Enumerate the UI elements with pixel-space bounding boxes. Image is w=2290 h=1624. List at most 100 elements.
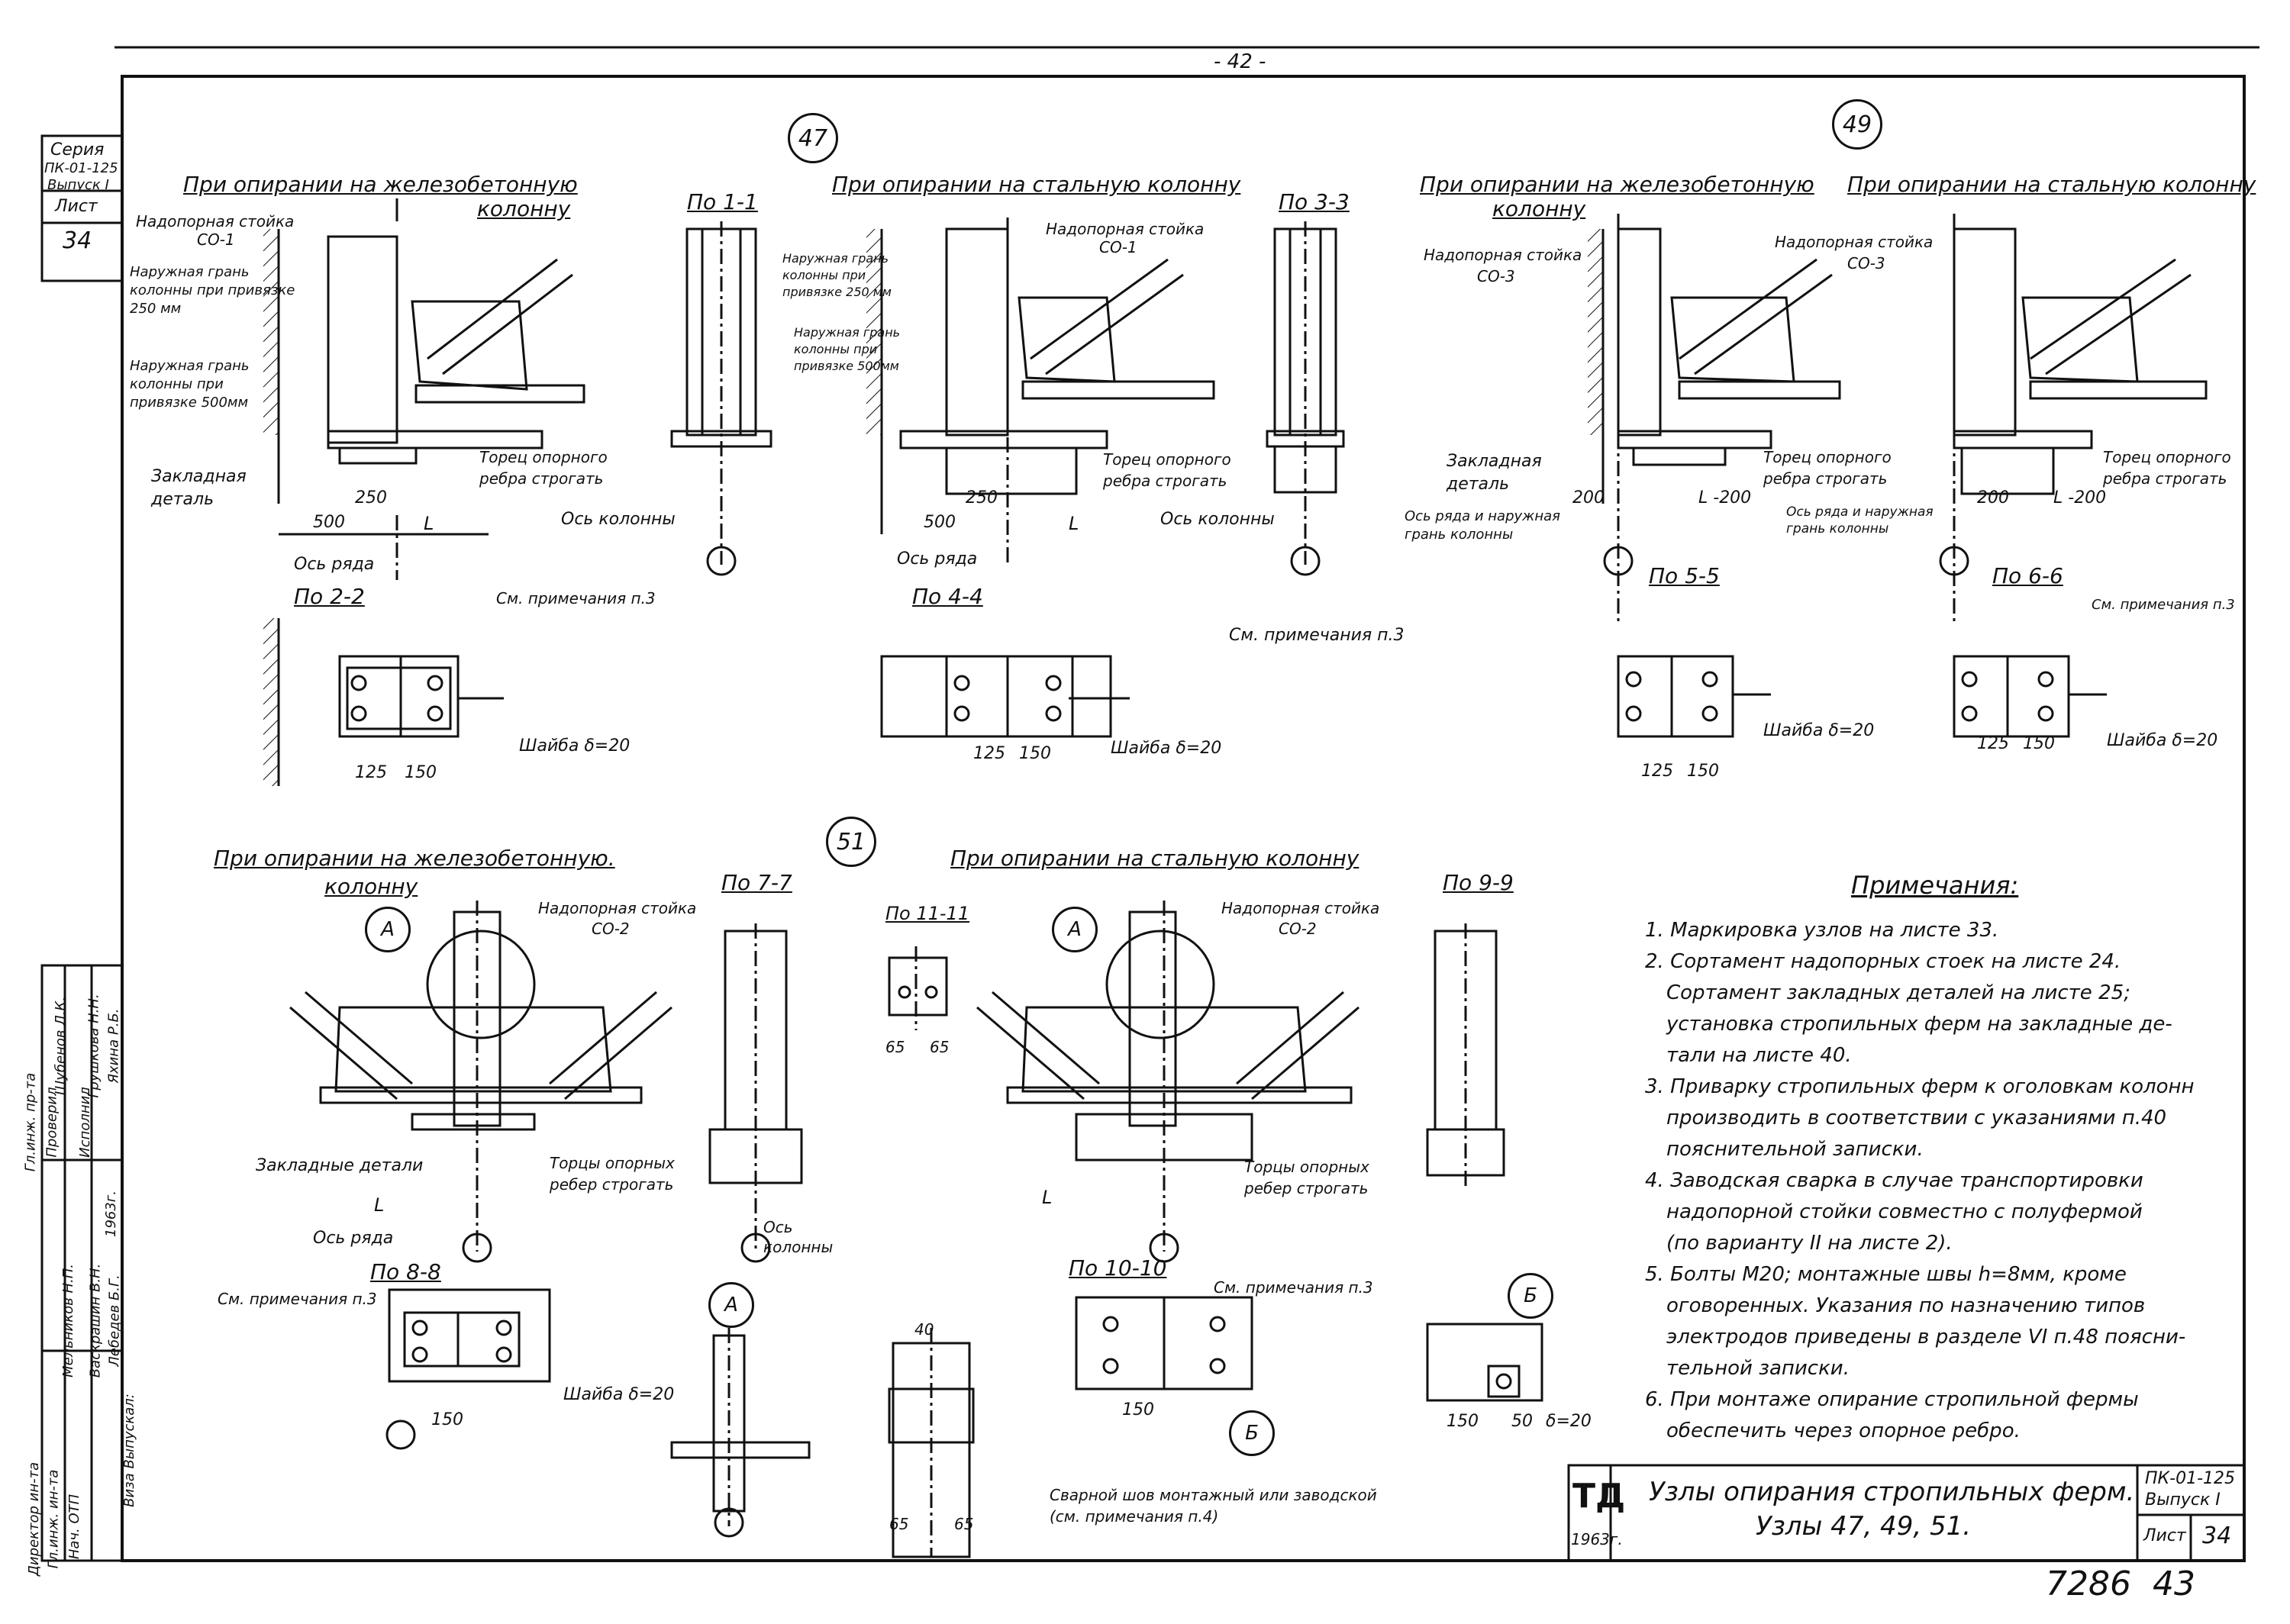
dim-125-b: 125 bbox=[973, 744, 1005, 763]
dim-500-47: 500 bbox=[313, 513, 345, 532]
notes-title: Примечания: bbox=[1851, 871, 2019, 900]
title-line-1: Узлы опирания стропильных ферм. bbox=[1649, 1477, 2135, 1507]
label-outer-face-500: Наружная грань колонны при привязке 500м… bbox=[130, 358, 250, 411]
sig-name-4: Шубенов Л.К. bbox=[52, 997, 69, 1095]
label-co2: СО-2 bbox=[592, 920, 630, 938]
sig-name-2: Васкрашин В.Н. bbox=[87, 1263, 104, 1378]
label-end-rib-49-steel: Торец опорного ребра строгать bbox=[2103, 448, 2231, 488]
inventory-number: 7286 bbox=[2046, 1564, 2131, 1603]
label-outer-face-500-steel: Наружная грань колонны при привязке 500м… bbox=[794, 325, 901, 373]
label-row-axis-face-49-steel: Ось ряда и наружная грань колонны bbox=[1786, 504, 1934, 536]
section-6-6: По 6-6 bbox=[1992, 563, 2063, 588]
sig-role-3: Нач. ОТП bbox=[66, 1494, 83, 1560]
stamp-sheet: 34 bbox=[63, 227, 92, 254]
dim-125-a: 125 bbox=[355, 763, 387, 782]
caption-49-steel: При опирании на стальную колонну bbox=[1847, 172, 2256, 197]
section-5-5: По 5-5 bbox=[1649, 563, 1720, 588]
note-line-6: 3. Приварку стропильных ферм к оголовкам… bbox=[1645, 1075, 2195, 1098]
node51-section-11-11 bbox=[888, 946, 948, 1030]
caption-49-rc-2: колонну bbox=[1492, 196, 1586, 221]
title-issue: Выпуск I bbox=[2145, 1490, 2221, 1510]
section-8-8: По 8-8 bbox=[370, 1259, 441, 1284]
label-co3: СО-3 bbox=[1477, 267, 1515, 285]
dim-150-a: 150 bbox=[405, 763, 437, 782]
label-washer-c: Шайба δ=20 bbox=[1763, 721, 1875, 740]
signature-table-frame bbox=[40, 964, 124, 1562]
dim-150-d: 150 bbox=[2023, 734, 2055, 753]
label-embedded: Закладная деталь bbox=[151, 467, 247, 509]
node47-section-3-3 bbox=[1266, 221, 1345, 576]
label-col-axis-51: Ось колонны bbox=[763, 1218, 834, 1256]
caption-51-rc: При опирании на железобетонную. bbox=[214, 846, 615, 871]
detail-a-marker-2: А bbox=[1052, 907, 1098, 952]
caption-47-rc-2: колонну bbox=[477, 196, 571, 221]
sig-role-5: Проверил bbox=[44, 1087, 60, 1158]
dim-200-49-steel: 200 bbox=[1977, 488, 2009, 508]
dim-65-c: 65 bbox=[889, 1515, 909, 1533]
label-co2-steel: СО-2 bbox=[1279, 920, 1317, 938]
note-line-15: тельной записки. bbox=[1666, 1357, 1850, 1380]
dim-L-51: L bbox=[374, 1194, 385, 1216]
label-see-note3-a: См. примечания п.3 bbox=[496, 589, 656, 607]
sheet-page-number: 43 bbox=[2153, 1564, 2195, 1603]
node-47-marker: 47 bbox=[788, 113, 838, 163]
stamp-series: ПК-01-125 bbox=[44, 160, 118, 176]
sig-role-6: Исполнил bbox=[76, 1087, 93, 1158]
section-7-7: По 7-7 bbox=[721, 870, 792, 895]
dim-L200-49-steel: L -200 bbox=[2053, 488, 2107, 508]
detail-b-marker-2: Б bbox=[1508, 1273, 1553, 1319]
label-washer-a: Шайба δ=20 bbox=[519, 736, 631, 756]
label-embedded-49: Закладная деталь bbox=[1447, 452, 1542, 494]
note-line-12: 5. Болты М20; монтажные швы h=8мм, кроме bbox=[1645, 1263, 2127, 1286]
dim-500-47-steel: 500 bbox=[924, 513, 956, 532]
label-delta20: δ=20 bbox=[1546, 1412, 1592, 1431]
title-logo: ТД bbox=[1572, 1477, 1626, 1516]
title-block-frame bbox=[1567, 1464, 2246, 1562]
node51-steel-elevation bbox=[976, 901, 1359, 1263]
label-post-co1: Надопорная стойка bbox=[136, 212, 295, 230]
node47-section-1-1 bbox=[670, 221, 772, 576]
detail-b-marker-1: Б bbox=[1229, 1410, 1275, 1456]
section-4-4: По 4-4 bbox=[912, 584, 983, 609]
dim-L-47-steel: L bbox=[1069, 513, 1079, 534]
sig-name-1: Мельников Н.П. bbox=[60, 1264, 76, 1378]
dim-L-47: L bbox=[424, 513, 434, 534]
note-line-4: установка стропильных ферм на закладные … bbox=[1666, 1013, 2172, 1036]
label-post-co2-steel: Надопорная стойка bbox=[1221, 899, 1380, 917]
dim-150-c: 150 bbox=[1687, 762, 1719, 781]
caption-47-steel: При опирании на стальную колонну bbox=[832, 172, 1241, 197]
node51-section-7-7 bbox=[708, 923, 803, 1263]
node47-section-4-4 bbox=[880, 655, 1130, 738]
note-line-7: производить в соответствии с указаниями … bbox=[1666, 1107, 2167, 1129]
note-line-2: 2. Сортамент надопорных стоек на листе 2… bbox=[1645, 950, 2121, 973]
section-2-2: По 2-2 bbox=[294, 584, 365, 609]
page-number: - 42 - bbox=[1214, 50, 1266, 73]
section-11-11: По 11-11 bbox=[885, 903, 970, 924]
title-year: 1963г. bbox=[1571, 1530, 1623, 1548]
dim-125-c: 125 bbox=[1641, 762, 1673, 781]
stamp-issue: Выпуск I bbox=[47, 177, 109, 193]
label-co1: СО-1 bbox=[197, 230, 235, 249]
note-line-13: оговоренных. Указания по назначению типо… bbox=[1666, 1294, 2146, 1317]
node51-rc-elevation bbox=[289, 901, 672, 1263]
dim-125-d: 125 bbox=[1977, 734, 2009, 753]
note-line-11: (по варианту II на листе 2). bbox=[1666, 1232, 1953, 1255]
node-49-marker: 49 bbox=[1832, 99, 1882, 150]
stamp-sheet-label: Лист bbox=[55, 197, 98, 216]
sig-visa: Виза Выпускал: bbox=[121, 1394, 137, 1507]
detail-a-marker-1: А bbox=[365, 907, 411, 952]
section-10-10: По 10-10 bbox=[1069, 1255, 1167, 1281]
label-washer-d: Шайба δ=20 bbox=[2107, 731, 2218, 750]
sig-role-4: Гл.инж. пр-та bbox=[22, 1072, 39, 1172]
label-co3-steel: СО-3 bbox=[1847, 254, 1885, 272]
label-row-axis-47: Ось ряда bbox=[294, 555, 375, 574]
caption-51-steel: При опирании на стальную колонну bbox=[950, 846, 1359, 871]
section-9-9: По 9-9 bbox=[1443, 870, 1514, 895]
stamp-series-label: Серия bbox=[50, 140, 105, 160]
label-post-co2: Надопорная стойка bbox=[538, 899, 697, 917]
label-post-co3-steel: Надопорная стойка bbox=[1775, 233, 1934, 251]
note-line-9: 4. Заводская сварка в случае транспортир… bbox=[1645, 1169, 2143, 1192]
caption-51-rc-2: колонну bbox=[324, 874, 418, 899]
dim-50-g: 50 bbox=[1511, 1412, 1533, 1431]
label-embedded-parts: Закладные детали bbox=[256, 1156, 424, 1175]
